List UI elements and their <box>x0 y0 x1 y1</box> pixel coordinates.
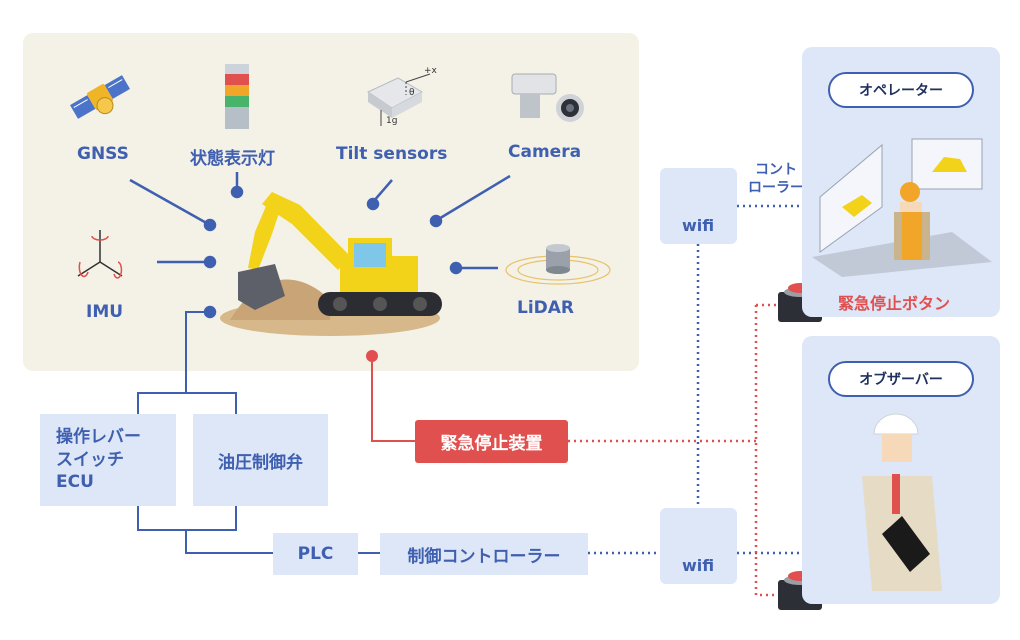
gnss-icon <box>70 75 130 119</box>
wifi-top-label: wifi <box>682 216 715 235</box>
camera-label: Camera <box>508 142 582 162</box>
observer-illustration <box>862 413 942 591</box>
estop-lines <box>366 350 415 442</box>
wifi-box-top: wifi <box>660 168 737 244</box>
tilt-x-mark: +x <box>424 66 437 76</box>
gnss-label: GNSS <box>77 144 129 164</box>
lever-switch-ecu-box: 操作レバー スイッチ ECU <box>40 414 176 506</box>
excavator-icon <box>220 192 442 336</box>
controller-link-label: コント ローラー <box>748 162 804 197</box>
estop-button-label: 緊急停止ボタン <box>838 294 951 313</box>
operator-illustration <box>812 138 992 277</box>
camera-icon <box>511 73 584 122</box>
estop-device-box: 緊急停止装置 <box>415 420 568 463</box>
lidar-icon <box>505 244 611 285</box>
status-light-icon <box>225 64 249 129</box>
hydraulic-valve-box: 油圧制御弁 <box>193 414 328 506</box>
wifi-box-bottom: wifi <box>660 508 737 584</box>
status-light-label: 状態表示灯 <box>190 149 275 169</box>
imu-icon <box>77 230 123 279</box>
lidar-label: LiDAR <box>517 298 575 318</box>
network-lines <box>588 204 820 555</box>
tilt-sensor-icon <box>366 73 431 126</box>
imu-label: IMU <box>86 302 124 322</box>
observer-pill: オブザーバー <box>828 361 974 397</box>
operator-pill: オペレーター <box>828 72 974 108</box>
wifi-bottom-label: wifi <box>682 556 715 575</box>
plc-box: PLC <box>273 533 358 575</box>
tilt-theta-mark: θ <box>409 88 415 98</box>
estop-dotted <box>568 303 780 597</box>
observer-station: オブザーバー <box>802 336 1000 604</box>
controller-box: 制御コントローラー <box>380 533 588 575</box>
tilt-g-mark: 1g <box>386 116 398 126</box>
operator-station: オペレーター <box>802 47 1000 317</box>
tilt-label: Tilt sensors <box>336 144 448 164</box>
control-bus <box>137 311 380 554</box>
